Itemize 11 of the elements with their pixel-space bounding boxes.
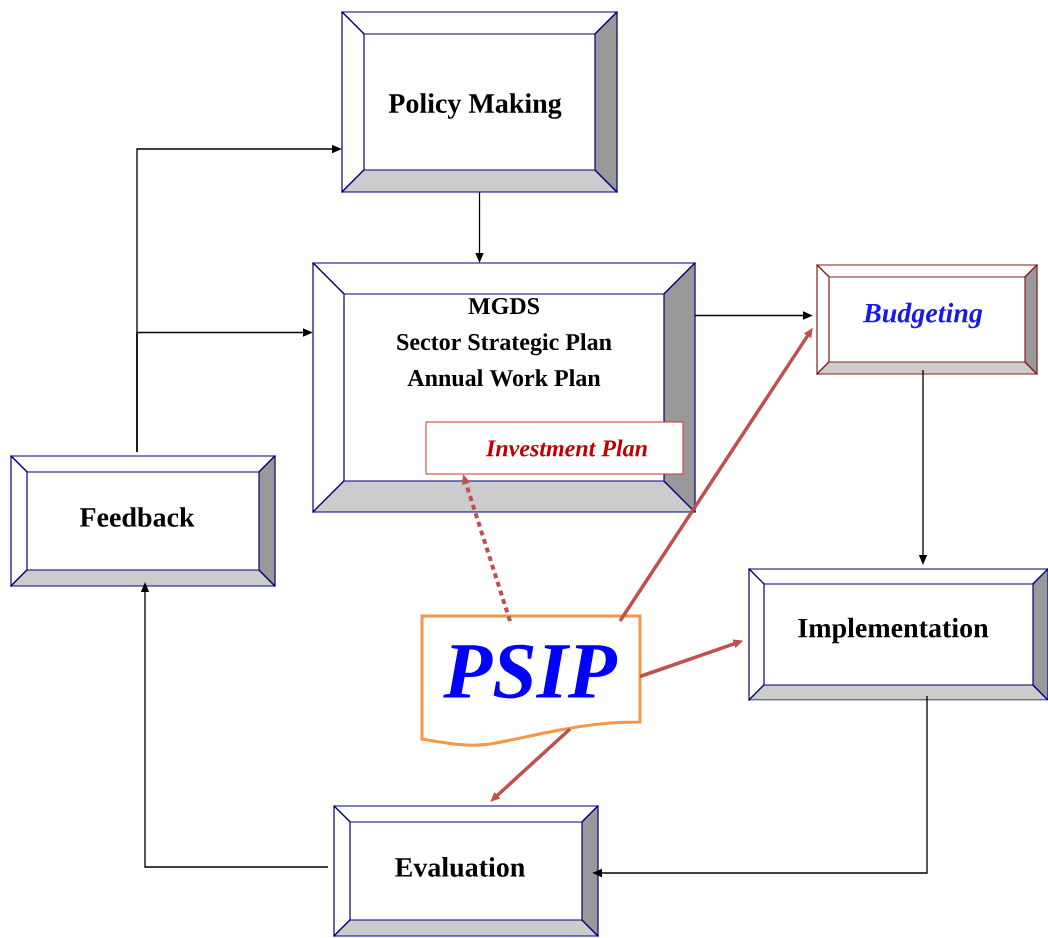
beveled-box: Implementation [748,568,1048,701]
node-label: Implementation [798,617,989,644]
node-label: Budgeting [862,302,983,329]
node-label: Feedback [79,507,195,527]
beveled-box: Feedback [10,455,276,587]
beveled-box: Evaluation [333,805,599,937]
beveled-box: Budgeting [816,264,1038,375]
node-label: Policy Making [388,93,562,119]
node-label: Evaluation [395,857,525,877]
inset-box: Investment Plan [425,421,684,475]
beveled-box: Policy Making [341,11,618,193]
